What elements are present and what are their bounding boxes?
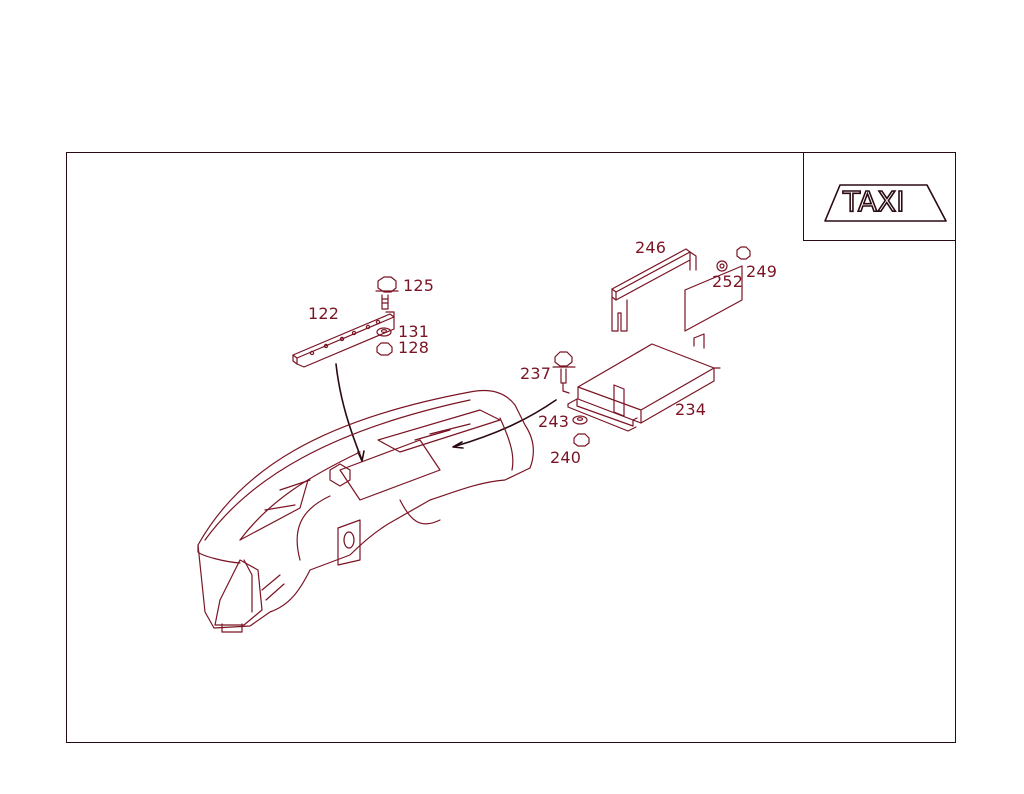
taxi-badge-box: [803, 152, 956, 241]
nut-240-icon: [573, 433, 590, 447]
control-unit-234-icon: [567, 333, 721, 432]
washer-243-icon: [572, 415, 588, 425]
dashboard-icon: [197, 389, 534, 633]
part-label-125[interactable]: 125: [403, 276, 435, 295]
part-label-128[interactable]: 128: [398, 338, 430, 357]
part-label-240[interactable]: 240: [550, 448, 582, 467]
taxi-sign-icon: [824, 184, 947, 222]
nut-249-icon: [736, 246, 751, 260]
part-label-252[interactable]: 252: [712, 272, 744, 291]
part-label-122[interactable]: 122: [308, 304, 340, 323]
taxi-badge-label: TAXI: [842, 184, 905, 219]
diagram-frame: [66, 152, 956, 743]
part-label-243[interactable]: 243: [538, 412, 570, 431]
washer-131-icon: [376, 327, 392, 337]
washer-252-icon: [716, 260, 728, 272]
part-label-237[interactable]: 237: [520, 364, 552, 383]
bracket-122-icon: [292, 311, 395, 368]
part-label-249[interactable]: 249: [746, 262, 778, 281]
bracket-246-icon: [611, 248, 743, 332]
bolt-125-icon: [375, 276, 399, 310]
bolt-237-icon: [552, 351, 576, 394]
part-label-246[interactable]: 246: [635, 238, 667, 257]
part-label-131[interactable]: 131: [398, 322, 430, 341]
part-label-234[interactable]: 234: [675, 400, 707, 419]
nut-128-icon: [376, 342, 393, 356]
